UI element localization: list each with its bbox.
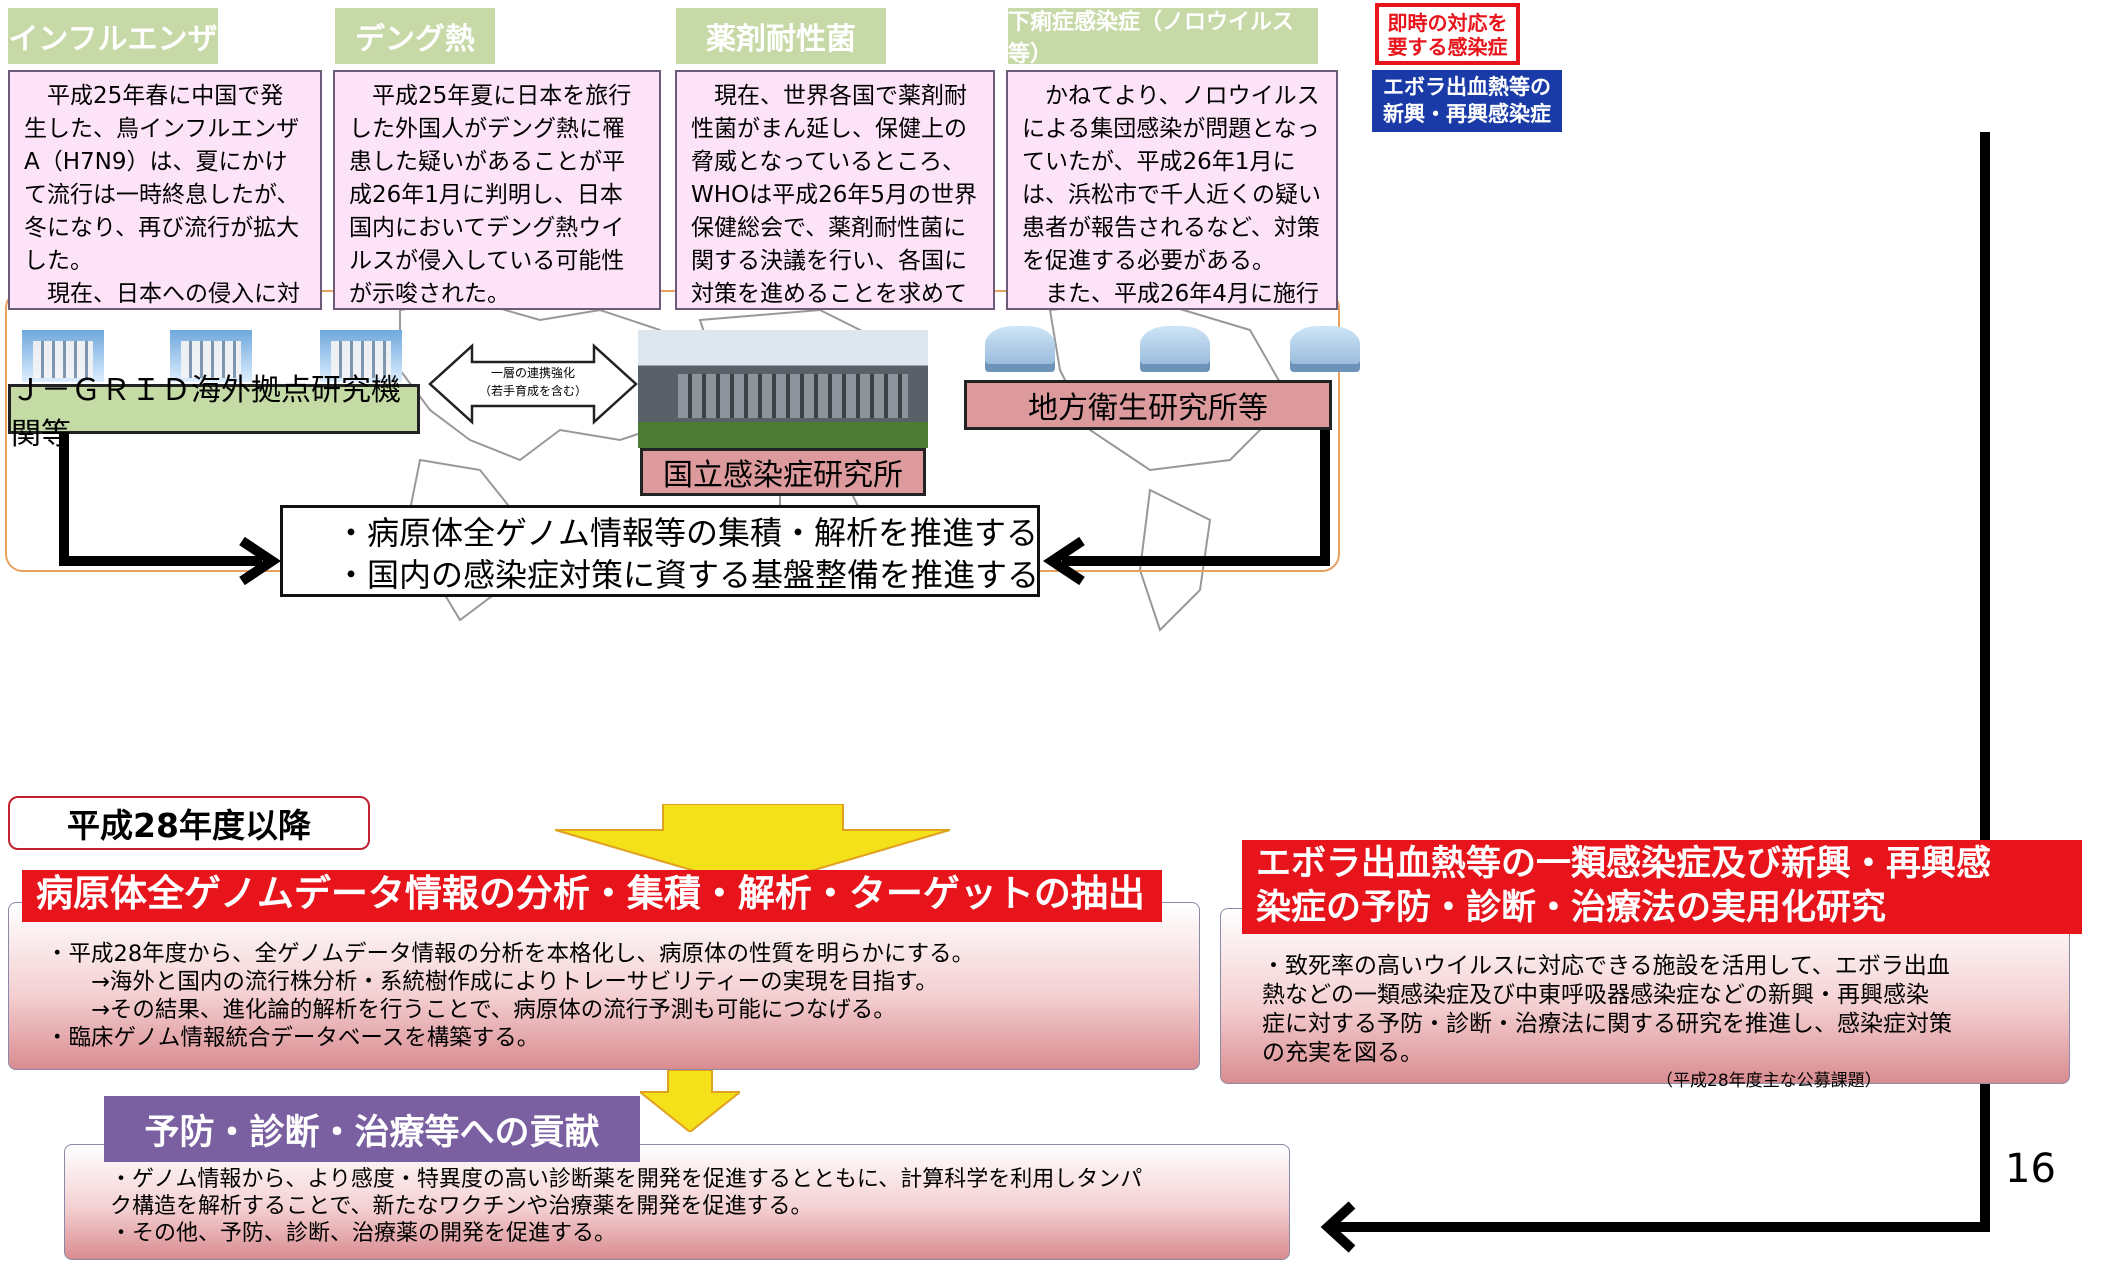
collaboration-arrow-text: 一層の連携強化 （若手育成を含む）: [478, 366, 587, 398]
ebola-research-panel: [1220, 908, 2070, 1084]
local-institute-icon-3: [1290, 326, 1360, 372]
niid-label: 国立感染症研究所: [640, 448, 926, 496]
niid-building-windows: [678, 374, 908, 418]
genome-analysis-body: ・平成28年度から、全ゲノムデータ情報の分析を本格化し、病原体の性質を明らかにす…: [46, 941, 975, 1051]
urgent-tag: 即時の対応を 要する感染症: [1375, 3, 1520, 65]
yellow-down-arrow-small: [640, 1070, 740, 1132]
local-institute-icon-2: [1140, 326, 1210, 372]
tab-diarrhea: 下痢症感染症（ノロウイルス等）: [1008, 8, 1318, 67]
contribution-title: 予防・診断・治療等への貢献: [104, 1096, 640, 1162]
diarrhea-description: かねてより、ノロウイルスによる集団感染が問題となっていたが、平成26年1月には、…: [1006, 70, 1338, 310]
contribution-body: ・ゲノム情報から、より感度・特異度の高い診断薬を開発を促進するとともに、計算科学…: [110, 1167, 1143, 1246]
overseas-building-image-2: [170, 330, 252, 382]
tab-dengue: デング熱: [335, 8, 495, 64]
page-number: 16: [2005, 1146, 2056, 1192]
since-fy28-label: 平成28年度以降: [8, 796, 370, 850]
center-goal-box: ・病原体全ゲノム情報等の集積・解析を推進する ・国内の感染症対策に資する基盤整備…: [280, 505, 1040, 597]
collaboration-double-arrow: [428, 343, 638, 425]
influenza-description: 平成25年春に中国で発生した、鳥インフルエンザA（H7N9）は、夏にかけて流行は…: [8, 70, 322, 310]
tab-influenza: インフルエンザ: [8, 8, 218, 64]
tab-drug-resistant: 薬剤耐性菌: [676, 8, 886, 64]
dengue-description: 平成25年夏に日本を旅行した外国人がデング熱に罹患した疑いがあることが平成26年…: [333, 70, 661, 310]
overseas-building-image-3: [320, 330, 402, 382]
overseas-building-image-1: [22, 330, 104, 382]
ebola-research-title: エボラ出血熱等の一類感染症及び新興・再興感 染症の予防・診断・治療法の実用化研究: [1242, 840, 2082, 934]
urgent-title: エボラ出血熱等の 新興・再興感染症: [1372, 70, 1562, 132]
local-institute-label: 地方衛生研究所等: [964, 380, 1332, 430]
contribution-panel: [64, 1144, 1290, 1260]
genome-analysis-panel: [8, 902, 1200, 1070]
local-institute-icon-1: [985, 326, 1055, 372]
yellow-down-arrow-large: [555, 804, 950, 888]
ebola-research-note: （平成28年度主な公募課題）: [1656, 1071, 1882, 1091]
niid-building-photo: [638, 330, 928, 448]
genome-analysis-title: 病原体全ゲノムデータ情報の分析・集積・解析・ターゲットの抽出: [22, 870, 1162, 922]
ebola-research-body: ・致死率の高いウイルスに対応できる施設を活用して、エボラ出血 熱などの一類感染症…: [1262, 953, 1952, 1066]
drug-resistant-description: 現在、世界各国で薬剤耐性菌がまん延し、保健上の脅威となっているところ、WHOは平…: [675, 70, 995, 310]
